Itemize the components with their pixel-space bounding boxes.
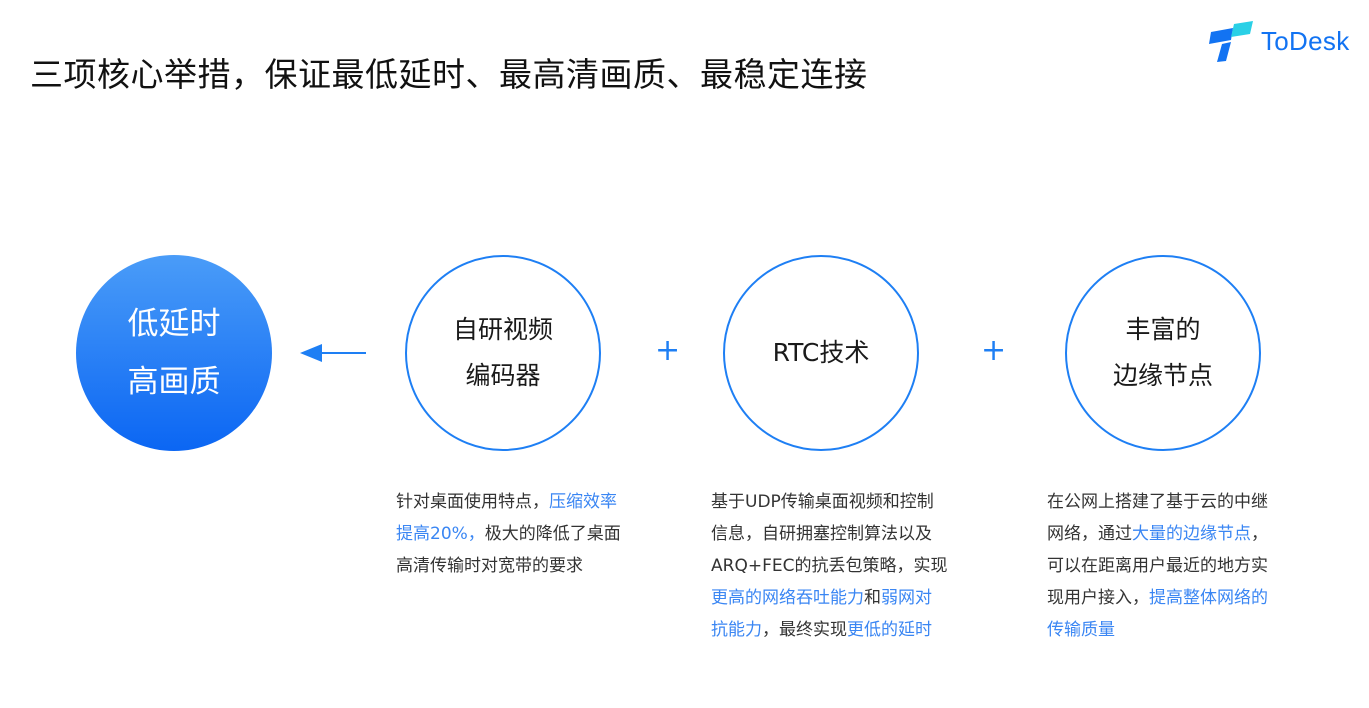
desc-text: 网络，通过 bbox=[1047, 524, 1132, 544]
desc-text: 极大的降低了桌面 bbox=[484, 524, 621, 544]
result-line-1: 低延时 bbox=[127, 306, 221, 342]
plus-icon: + bbox=[655, 333, 681, 368]
desc-line: 可以在距离用户最近的地方实 bbox=[1047, 550, 1268, 582]
desc-line: 更高的网络吞吐能力和弱网对 bbox=[711, 582, 947, 614]
desc-highlight: 提高20%， bbox=[396, 524, 485, 544]
desc-text: ARQ+FEC的抗丢包策略，实现 bbox=[711, 556, 948, 576]
desc-text: ，最终实现 bbox=[762, 620, 847, 640]
desc-text: 信息，自研拥塞控制算法以及 bbox=[711, 524, 932, 544]
desc-highlight: 弱网对 bbox=[881, 588, 932, 608]
ring-2-line-1: RTC技术 bbox=[772, 338, 870, 367]
desc-highlight: 传输质量 bbox=[1047, 620, 1115, 640]
ring-rtc: RTC技术 bbox=[723, 255, 919, 451]
page-title: 三项核心举措，保证最低延时、最高清画质、最稳定连接 bbox=[30, 55, 868, 94]
desc-text: 现用户接入， bbox=[1047, 588, 1149, 608]
desc-line: 针对桌面使用特点，压缩效率 bbox=[396, 486, 621, 518]
desc-text: 高清传输时对宽带的要求 bbox=[396, 556, 583, 576]
desc-text: 和 bbox=[864, 588, 881, 608]
desc-line: 基于UDP传输桌面视频和控制 bbox=[711, 486, 947, 518]
result-line-2: 高画质 bbox=[127, 364, 221, 400]
desc-line: 传输质量 bbox=[1047, 614, 1268, 646]
logo-text: ToDesk bbox=[1261, 25, 1350, 56]
arrow-left-icon bbox=[300, 344, 366, 362]
ring-edge-nodes: 丰富的 边缘节点 bbox=[1065, 255, 1261, 451]
ring-1-line-2: 编码器 bbox=[465, 361, 541, 390]
ring-3-line-2: 边缘节点 bbox=[1112, 361, 1213, 390]
desc-line: 在公网上搭建了基于云的中继 bbox=[1047, 486, 1268, 518]
description-edge: 在公网上搭建了基于云的中继 网络，通过大量的边缘节点， 可以在距离用户最近的地方… bbox=[1047, 486, 1268, 646]
desc-line: ARQ+FEC的抗丢包策略，实现 bbox=[711, 550, 947, 582]
desc-highlight: 压缩效率 bbox=[549, 492, 617, 512]
desc-line: 网络，通过大量的边缘节点， bbox=[1047, 518, 1268, 550]
desc-line: 现用户接入，提高整体网络的 bbox=[1047, 582, 1268, 614]
description-encoder: 针对桌面使用特点，压缩效率 提高20%，极大的降低了桌面 高清传输时对宽带的要求 bbox=[396, 486, 621, 582]
desc-highlight: 更低的延时 bbox=[847, 620, 932, 640]
desc-highlight: 抗能力 bbox=[711, 620, 762, 640]
desc-text: ， bbox=[1251, 524, 1268, 544]
desc-highlight: 大量的边缘节点 bbox=[1132, 524, 1251, 544]
result-circle: 低延时 高画质 bbox=[76, 255, 272, 451]
desc-line: 信息，自研拥塞控制算法以及 bbox=[711, 518, 947, 550]
ring-1-line-1: 自研视频 bbox=[452, 315, 553, 344]
desc-line: 提高20%，极大的降低了桌面 bbox=[396, 518, 621, 550]
desc-text: 在公网上搭建了基于云的中继 bbox=[1047, 492, 1268, 512]
desc-text: 基于UDP传输桌面视频和控制 bbox=[711, 492, 934, 512]
desc-highlight: 更高的网络吞吐能力 bbox=[711, 588, 864, 608]
desc-line: 抗能力，最终实现更低的延时 bbox=[711, 614, 947, 646]
desc-text: 针对桌面使用特点， bbox=[396, 492, 549, 512]
ring-3-line-1: 丰富的 bbox=[1125, 315, 1201, 344]
plus-icon: + bbox=[981, 333, 1007, 368]
desc-line: 高清传输时对宽带的要求 bbox=[396, 550, 621, 582]
desc-text: 可以在距离用户最近的地方实 bbox=[1047, 556, 1268, 576]
todesk-logo-icon bbox=[1209, 21, 1253, 62]
desc-highlight: 提高整体网络的 bbox=[1149, 588, 1268, 608]
description-rtc: 基于UDP传输桌面视频和控制 信息，自研拥塞控制算法以及 ARQ+FEC的抗丢包… bbox=[711, 486, 947, 646]
todesk-logo: ToDesk bbox=[1207, 20, 1350, 62]
ring-video-encoder: 自研视频 编码器 bbox=[405, 255, 601, 451]
